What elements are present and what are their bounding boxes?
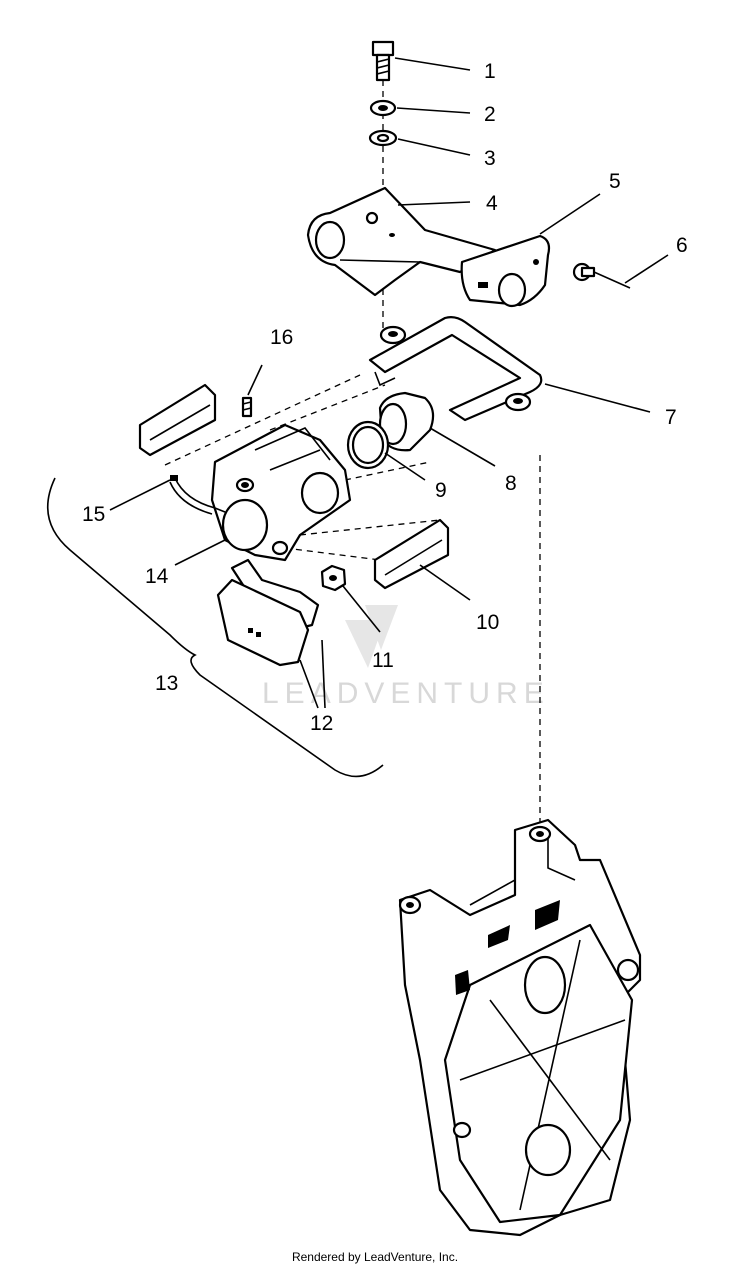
label-9: 9 [435,479,447,502]
label-3: 3 [484,147,496,170]
label-13: 13 [155,672,178,695]
brake-pads [216,558,320,667]
footer-credit: Rendered by LeadVenture, Inc. [291,1250,459,1264]
pin [572,262,631,289]
label-15: 15 [82,503,105,526]
label-2: 2 [484,103,496,126]
bolt [371,40,395,82]
label-14: 14 [145,565,169,588]
label-11: 11 [372,649,394,672]
lock-washer [369,99,397,117]
caliper-body [210,423,352,562]
leader-lines [109,57,669,709]
assembly-brace [47,477,384,778]
caliper-frame [368,316,543,422]
nut [320,564,347,592]
label-10: 10 [476,611,499,634]
bleeder-screw [241,396,253,418]
label-1: 1 [484,60,496,83]
label-5: 5 [609,170,621,193]
pad-spring-upper [138,383,217,457]
seal-ring [346,420,390,470]
piston [378,391,435,452]
watermark-text: LEADVENTURE [262,677,550,710]
label-7: 7 [665,406,677,429]
label-16: 16 [270,326,293,349]
pivot-arm [460,234,551,308]
flat-washer [368,129,398,147]
label-4: 4 [486,192,498,215]
part-labels: 1 2 3 4 5 6 7 8 9 10 11 12 13 14 15 16 [82,60,688,735]
label-6: 6 [676,234,688,257]
label-8: 8 [505,472,517,495]
watermark-logo [345,605,398,668]
label-12: 12 [310,712,333,735]
chaincase-housing [398,818,642,1237]
brake-line [169,475,226,515]
pad-spring-lower [373,518,450,590]
mounting-bracket [306,186,497,297]
